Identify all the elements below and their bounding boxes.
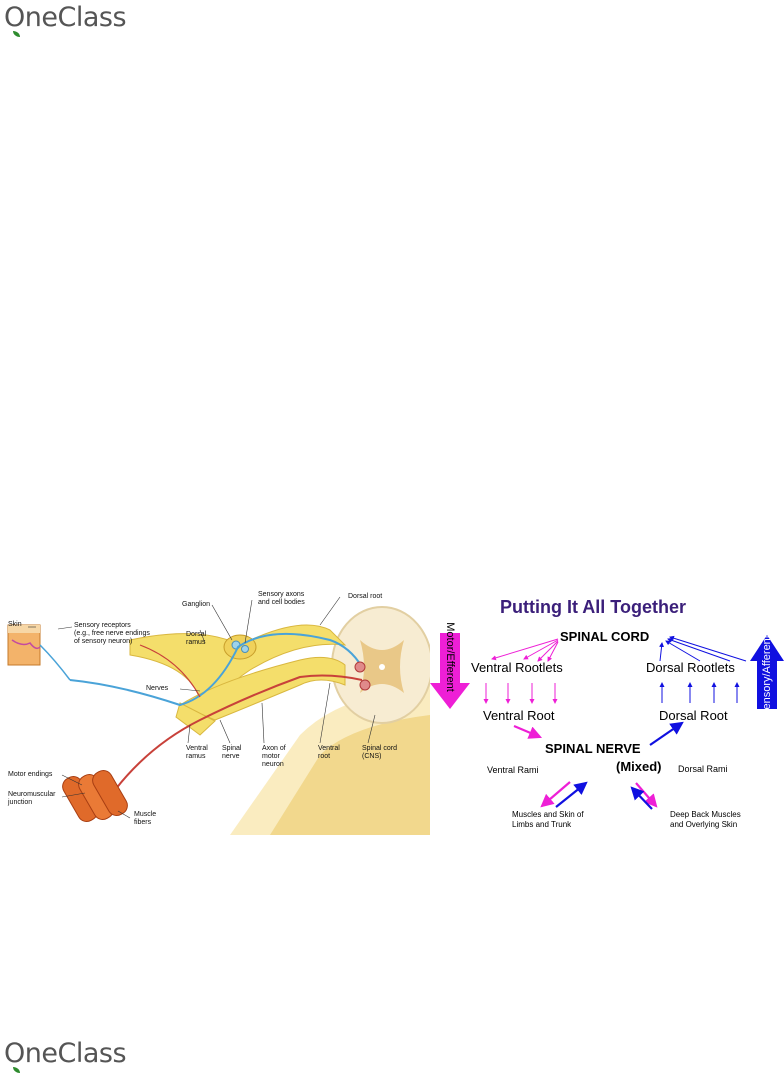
node-spinal-nerve: SPINAL NERVE — [545, 741, 641, 756]
label-sensory-axons: Sensory axons and cell bodies — [258, 591, 305, 606]
ventral-ramus-bundle — [175, 702, 216, 736]
node-spinal-cord: SPINAL CORD — [560, 629, 650, 644]
ventral-rootlet-arrows — [483, 683, 558, 704]
logo-text: OneClass — [4, 2, 127, 33]
oneclass-logo-top: OneClass — [4, 2, 127, 37]
sensory-axon — [69, 632, 363, 707]
spinal-nerve-bundle — [178, 656, 346, 721]
node-dorsal-rootlets: Dorsal Rootlets — [646, 660, 735, 675]
ventral-root-to-nerve-arrow — [513, 724, 543, 739]
label-motor-endings: Motor endings — [8, 771, 53, 778]
anatomy-illustration: Skin Sensory receptors (e.g., free nerve… — [0, 585, 433, 835]
dorsal-rami-sensory-arrow — [630, 786, 653, 810]
label-axon-motor-neuron: Axon of motor neuron — [262, 745, 286, 768]
nerve-to-dorsal-root-arrow — [649, 721, 684, 746]
logo-text: OneClass — [4, 1038, 127, 1069]
label-muscle-fibers: Muscle fibers — [134, 811, 157, 826]
ventral-rami-motor-arrow — [540, 781, 571, 808]
flow-arrows — [430, 633, 784, 810]
muscle-fibers — [62, 770, 128, 822]
label-motor-efferent: Motor/Efferent — [444, 622, 456, 692]
figure-spinal-nerve: Skin Sensory receptors (e.g., free nerve… — [0, 585, 784, 835]
target-ventral: Muscles and Skin of Limbs and Trunk — [512, 810, 584, 829]
label-sensory-receptors: Sensory receptors (e.g., free nerve endi… — [74, 622, 150, 645]
ventral-rami-sensory-arrow — [555, 781, 588, 808]
label-nerves: Nerves — [146, 685, 169, 692]
dorsal-rootlets-to-cord-arrows — [659, 635, 747, 662]
target-dorsal: Deep Back Muscles and Overlying Skin — [670, 810, 741, 829]
motor-efferent-arrow — [430, 633, 470, 709]
label-ventral-rami: Ventral Rami — [487, 765, 539, 775]
oneclass-logo-bottom: OneClass — [4, 1038, 127, 1073]
anatomy-drawing — [7, 596, 433, 835]
cord-to-ventral-rootlets-arrows — [491, 638, 559, 662]
label-skin: Skin — [8, 621, 22, 628]
node-mixed: (Mixed) — [616, 759, 662, 774]
label-spinal-nerve: Spinal nerve — [222, 745, 242, 760]
flow-diagram: Putting It All Together SPINAL CORD Vent… — [430, 585, 784, 835]
leaf-icon — [13, 31, 20, 37]
label-ventral-root: Ventral root — [318, 745, 340, 760]
label-ventral-ramus: Ventral ramus — [186, 745, 208, 760]
motor-axon — [114, 674, 363, 791]
label-neuromuscular-junction: Neuromuscular junction — [8, 791, 56, 806]
node-dorsal-root: Dorsal Root — [659, 708, 728, 723]
label-dorsal-rami: Dorsal Rami — [678, 764, 728, 774]
label-sensory-afferent: Sensory/Afferent — [761, 635, 773, 717]
label-spinal-cord: Spinal cord (CNS) — [362, 745, 398, 760]
label-dorsal-ramus: Dorsal ramus — [186, 631, 207, 646]
diagram-title: Putting It All Together — [500, 597, 686, 617]
node-ventral-root: Ventral Root — [483, 708, 555, 723]
node-ventral-rootlets: Ventral Rootlets — [471, 660, 563, 675]
label-ganglion: Ganglion — [182, 601, 211, 608]
label-dorsal-root: Dorsal root — [348, 593, 383, 600]
dorsal-rootlet-arrows — [659, 682, 740, 703]
sensory-afferent-arrow — [750, 635, 784, 709]
